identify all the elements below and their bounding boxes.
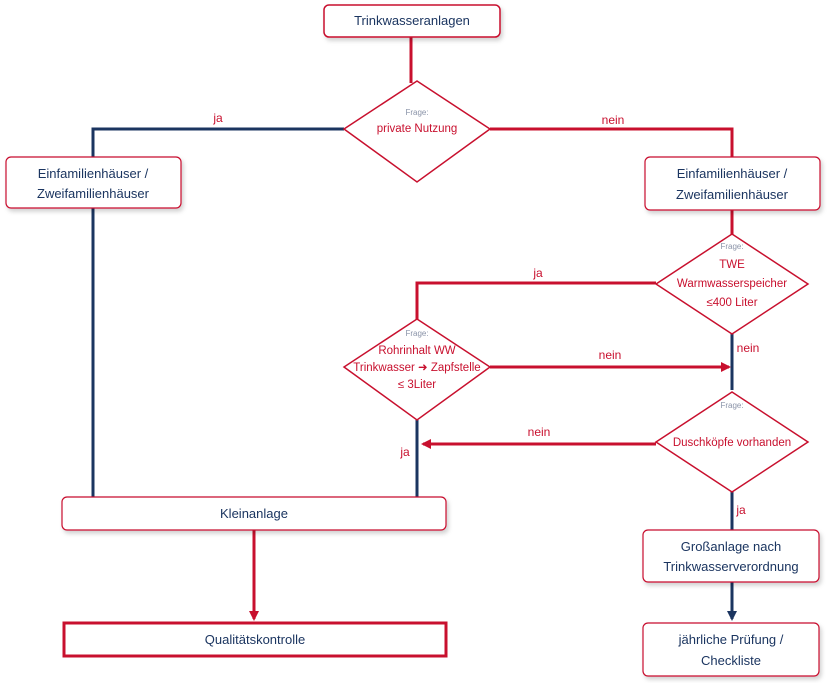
node-qualitaetskontrolle-label: Qualitätskontrolle: [205, 632, 305, 647]
decision-rohrinhalt-line3: ≤ 3Liter: [398, 379, 436, 391]
node-grossanlage: Großanlage nach Trinkwasserverordnung: [642, 529, 820, 583]
node-efh-left: Einfamilienhäuser / Zweifamilienhäuser: [5, 156, 182, 209]
label-q2-no: nein: [737, 341, 760, 355]
edge-q2-yes: [415, 281, 656, 326]
label-q3-yes: ja: [399, 445, 410, 459]
decision-twe-speicher-prefix: Frage:: [720, 242, 743, 251]
label-q1-yes: ja: [212, 111, 223, 125]
decision-twe-speicher-line2: Warmwasserspeicher: [677, 278, 787, 290]
decision-duschkoepfe: Frage: Duschköpfe vorhanden: [654, 391, 810, 493]
decision-rohrinhalt-line1: Rohrinhalt WW: [378, 345, 455, 357]
node-efh-right-line2: Zweifamilienhäuser: [676, 187, 789, 202]
label-q2-yes: ja: [532, 266, 543, 280]
decision-private-nutzung-line1: private Nutzung: [377, 123, 458, 135]
node-qualitaetskontrolle: Qualitätskontrolle: [62, 621, 448, 658]
decision-duschkoepfe-prefix: Frage:: [720, 401, 743, 410]
node-efh-right-line1: Einfamilienhäuser /: [677, 166, 788, 181]
node-efh-left-line2: Zweifamilienhäuser: [37, 186, 150, 201]
node-grossanlage-line2: Trinkwasserverordnung: [663, 559, 798, 574]
decision-duschkoepfe-line1: Duschköpfe vorhanden: [673, 437, 791, 449]
label-q4-no: nein: [528, 425, 551, 439]
node-jaehrliche-pruefung: jährliche Prüfung / Checkliste: [642, 622, 820, 677]
node-jaehrliche-pruefung-line2: Checkliste: [701, 653, 761, 668]
decision-twe-speicher-line1: TWE: [719, 259, 745, 271]
label-q1-no: nein: [602, 113, 625, 127]
node-kleinanlage: Kleinanlage: [61, 496, 447, 531]
decision-rohrinhalt-prefix: Frage:: [405, 329, 428, 338]
node-grossanlage-line1: Großanlage nach: [681, 539, 781, 554]
decision-rohrinhalt-line2: Trinkwasser ➜ Zapfstelle: [353, 362, 480, 374]
edge-q1-no: [490, 127, 734, 157]
node-trinkwasseranlagen: Trinkwasseranlagen: [323, 4, 501, 38]
decision-twe-speicher-line3: ≤400 Liter: [706, 297, 757, 309]
edge-labels: ja nein ja nein nein ja nein ja: [212, 111, 759, 517]
node-efh-left-line1: Einfamilienhäuser /: [38, 166, 149, 181]
decision-private-nutzung-prefix: Frage:: [405, 108, 428, 117]
connectors: [91, 37, 737, 621]
label-q4-yes: ja: [735, 503, 746, 517]
decision-rohrinhalt: Frage: Rohrinhalt WW Trinkwasser ➜ Zapfs…: [342, 318, 492, 421]
label-q3-no: nein: [599, 348, 622, 362]
decision-twe-speicher: Frage: TWE Warmwasserspeicher ≤400 Liter: [654, 233, 810, 335]
node-jaehrliche-pruefung-line1: jährliche Prüfung /: [678, 632, 784, 647]
node-kleinanlage-label: Kleinanlage: [220, 506, 288, 521]
edge-q1-yes: [91, 127, 344, 157]
decision-private-nutzung: Frage: private Nutzung: [342, 80, 492, 183]
node-efh-right: Einfamilienhäuser / Zweifamilienhäuser: [644, 156, 821, 211]
node-trinkwasseranlagen-label: Trinkwasseranlagen: [354, 13, 470, 28]
